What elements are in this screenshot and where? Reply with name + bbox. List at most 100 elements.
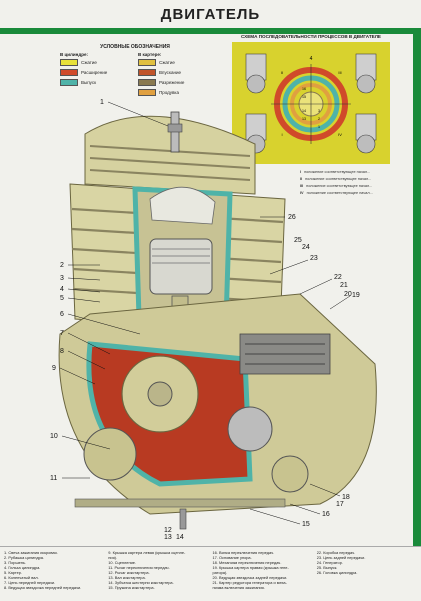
schema-engine-top-left [245, 53, 267, 94]
callout-label: 11 [50, 475, 57, 482]
callout-label: 21 [340, 282, 348, 289]
legend-swatch [60, 79, 78, 86]
legend-crankcase-column: В картере: Сжатие Впускание Разрежение П… [138, 52, 210, 99]
legend-crankcase-header: В картере: [138, 52, 162, 57]
callout-line [289, 503, 321, 515]
schema-note-text: положение соответствующее начал... [304, 170, 371, 174]
legend-item: Разрежение [138, 79, 210, 86]
legend-cylinder-header: В цилиндре: [60, 52, 88, 57]
parts-item: 11. Рычаг переключения передач. [108, 565, 170, 570]
parts-item: ния). [108, 555, 118, 560]
callout-label: 8 [60, 348, 64, 355]
callout-label: 22 [334, 274, 342, 281]
spark-plug [167, 111, 183, 153]
schema-label: 14 [302, 109, 306, 113]
gearbox [83, 333, 331, 493]
parts-item: 24. Генератор. [316, 560, 343, 565]
parts-item: 4. Гильза цилиндра. [4, 565, 41, 570]
callout-label: 1 [100, 99, 104, 106]
side-band [413, 34, 421, 546]
callout-line [67, 350, 106, 370]
legend-swatch [138, 89, 156, 96]
legend-swatch [138, 69, 156, 76]
callout-label: 13 [164, 534, 172, 541]
parts-item: 18. Механизм переключения передач. [212, 560, 282, 565]
schema-engine-bottom-right [355, 113, 377, 154]
callout-label: 19 [352, 292, 360, 299]
parts-item: 20. Ведущая звездочка задней передачи. [212, 575, 288, 580]
callout-line [309, 483, 341, 497]
title-rule [0, 28, 421, 34]
schema-label: 15 [302, 95, 306, 99]
parts-item: 6. Коленчатый вал. [4, 575, 39, 580]
parts-item: 15. Пружина кикстартера. [108, 585, 155, 590]
process-schema: СХЕМА ПОСЛЕДОВАТЕЛЬНОСТИ ПРОЦЕССОВ В ДВИ… [232, 34, 390, 164]
parts-item: 7. Цепь передней передачи. [4, 580, 56, 585]
crankcase [58, 293, 377, 515]
legend-swatch [138, 59, 156, 66]
schema-label: IV [338, 132, 342, 137]
callout-line [329, 295, 351, 310]
schema-label: II [281, 70, 283, 75]
callout-label: 24 [302, 244, 310, 251]
schema-label: 16 [302, 87, 306, 91]
schema-label: 13 [302, 117, 306, 121]
engine-cutaway: 1 2 3 4 5 6 7 8 9 10 11 26 25 24 23 22 2… [50, 99, 377, 541]
legend-item: Сжатие [138, 59, 210, 66]
parts-item: 2. Рубашка цилиндра. [4, 555, 45, 560]
legend-item-label: Продувка [159, 90, 179, 95]
callout-line [59, 367, 96, 385]
parts-item: ратора). [212, 570, 228, 575]
callout-label: 4 [60, 286, 64, 293]
parts-item: 26. Головка цилиндра. [316, 570, 358, 575]
callout-label: 6 [60, 311, 64, 318]
callout-label: 3 [60, 275, 64, 282]
legend-item: Впускание [138, 69, 210, 76]
schema-label: 1 [318, 125, 320, 129]
legend-item-label: Разрежение [159, 80, 185, 85]
callout-line [67, 297, 101, 303]
callouts-left: 1 2 3 4 5 6 7 8 9 10 11 [50, 99, 169, 482]
schema-note-num: I [300, 170, 302, 174]
legend-item-label: Выпуск [81, 80, 97, 85]
parts-item: 23. Цепь задней передачи. [316, 555, 366, 560]
parts-item: 21. Картер редуктора генератора и меха- [212, 580, 287, 585]
page-title: ДВИГАТЕЛЬ [160, 6, 261, 23]
schema-engine-bottom-left [245, 113, 267, 154]
schema-label: 4 [310, 56, 313, 62]
callout-label: 2 [60, 262, 64, 269]
schema-label: 3 [318, 109, 320, 113]
callout-line [249, 508, 301, 525]
callout-label: 17 [336, 501, 344, 508]
callout-label: 15 [302, 521, 310, 528]
legend-title: УСЛОВНЫЕ ОБОЗНАЧЕНИЯ [100, 44, 170, 50]
schema-note-text: положение соответствующее начал... [306, 191, 373, 195]
parts-item: 5. Картер. [4, 570, 22, 575]
parts-item: 17. Основание упора. [212, 555, 252, 560]
callout-label: 26 [288, 214, 296, 221]
parts-item: 3. Поршень. [4, 560, 26, 565]
legend-item: Продувка [138, 89, 210, 96]
parts-item: 1. Свеча зажигания искровая. [4, 550, 58, 555]
parts-item: 10. Сцепление. [108, 560, 137, 565]
callout-line [269, 259, 309, 275]
parts-item: 19. Крышка картера правая (крышка гене- [212, 565, 289, 570]
parts-item: 25. Выпуск. [316, 565, 338, 570]
legend-item-label: Сжатие [159, 60, 175, 65]
schema-diagram: 4 II III IV I 16 15 14 13 3 2 1 [245, 53, 377, 154]
schema-engine-top-right [355, 53, 377, 94]
parts-column: 1. Свеча зажигания искровая. 2. Рубашка … [4, 550, 104, 590]
parts-item: низма включения зажигания. [212, 585, 265, 590]
schema-note-num: IV [300, 191, 304, 195]
schema-label: 2 [318, 117, 320, 121]
schema-label: I [281, 132, 282, 137]
parts-column: 22. Коробка передач. 23. Цепь задней пер… [317, 550, 417, 590]
callout-label: 9 [52, 365, 56, 372]
legend-item-label: Сжатие [81, 60, 97, 65]
schema-panel: 4 II III IV I 16 15 14 13 3 2 1 [232, 42, 390, 164]
callouts-right: 26 25 24 23 22 21 20 19 18 17 16 15 14 1… [164, 214, 360, 541]
callout-label: 18 [342, 494, 350, 501]
